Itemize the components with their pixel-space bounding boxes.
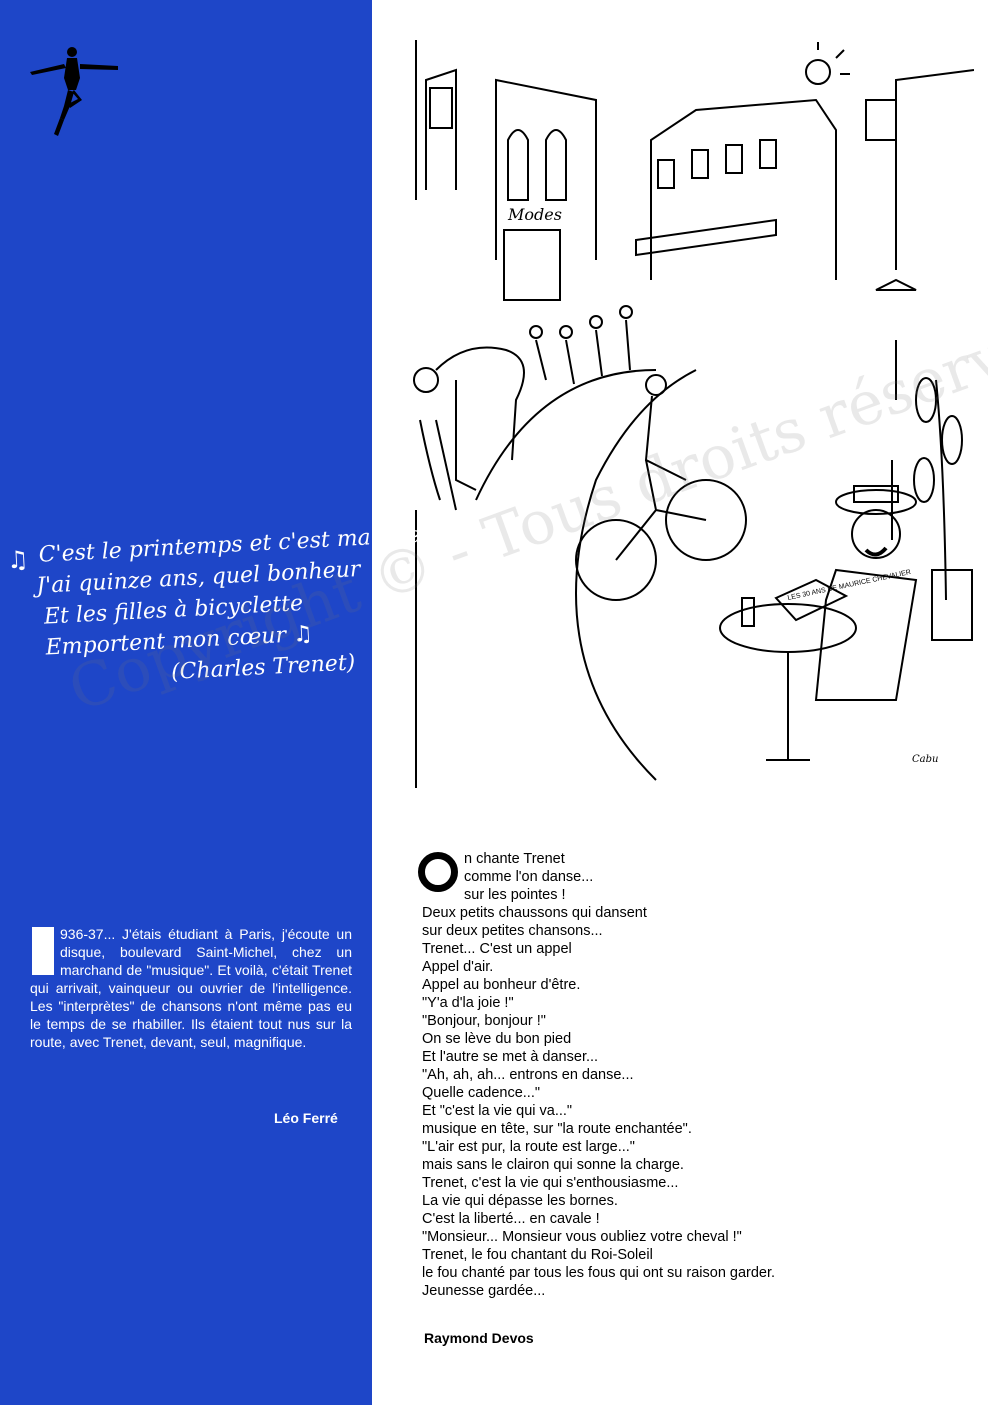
raymond-devos-author: Raymond Devos	[424, 1330, 534, 1346]
poem-line: "Ah, ah, ah... entrons en danse...	[422, 1067, 634, 1083]
music-note-icon: ♫	[6, 545, 30, 575]
poem-line: Quelle cadence..."	[422, 1085, 540, 1101]
dancer-silhouette-image	[30, 47, 118, 136]
poem-line: On se lève du bon pied	[422, 1031, 572, 1047]
dropcap-one	[32, 927, 54, 975]
shop-sign-text: Modes	[507, 205, 562, 224]
poem-line: "Monsieur... Monsieur vous oubliez votre…	[422, 1229, 742, 1245]
handwritten-trenet-quote: ♫ C'est le printemps et c'est ma fête J'…	[6, 523, 421, 695]
poem-line: Et "c'est la vie qui va..."	[422, 1103, 573, 1119]
poem-line: musique en tête, sur "la route enchantée…	[422, 1121, 692, 1137]
poem-line: Trenet, c'est la vie qui s'enthousiasme.…	[422, 1175, 679, 1191]
music-note-icon: ♫	[292, 621, 314, 648]
blue-side-panel	[0, 0, 372, 1405]
street-scene-illustration: Modes	[413, 40, 974, 788]
poem-line: Appel au bonheur d'être.	[422, 977, 581, 993]
poem-line: "L'air est pur, la route est large..."	[422, 1139, 635, 1155]
artist-signature-text: Cabu	[912, 754, 938, 765]
poem-line: sur les pointes !	[464, 887, 566, 903]
poem-line: La vie qui dépasse les bornes.	[422, 1193, 618, 1209]
poem-line: sur deux petites chansons...	[422, 923, 603, 939]
leo-ferre-text: 936-37... J'étais étudiant à Paris, j'éc…	[30, 926, 352, 1050]
leo-ferre-author: Léo Ferré	[274, 1110, 338, 1126]
poem-line: comme l'on danse...	[464, 869, 594, 885]
poem-line: Trenet, le fou chantant du Roi-Soleil	[422, 1247, 653, 1263]
raymond-devos-poem: n chante Trenet comme l'on danse... sur …	[418, 850, 842, 1300]
poem-line: Trenet... C'est un appel	[422, 941, 572, 957]
poem-line: n chante Trenet	[464, 851, 565, 867]
dropcap-o	[418, 852, 458, 892]
poem-line: "Y'a d'la joie !"	[422, 995, 514, 1011]
poem-line: Deux petits chaussons qui dansent	[422, 905, 647, 921]
poem-line: Jeunesse gardée...	[422, 1283, 546, 1299]
poem-line: "Bonjour, bonjour !"	[422, 1013, 546, 1029]
leo-ferre-paragraph: 936-37... J'étais étudiant à Paris, j'éc…	[30, 925, 352, 1051]
poem-line: le fou chanté par tous les fous qui ont …	[422, 1265, 776, 1281]
poem-line: mais sans le clairon qui sonne la charge…	[422, 1157, 684, 1173]
poem-line: C'est la liberté... en cavale !	[422, 1211, 600, 1227]
poem-line: Appel d'air.	[422, 959, 494, 975]
poem-line: Et l'autre se met à danser...	[422, 1049, 599, 1065]
